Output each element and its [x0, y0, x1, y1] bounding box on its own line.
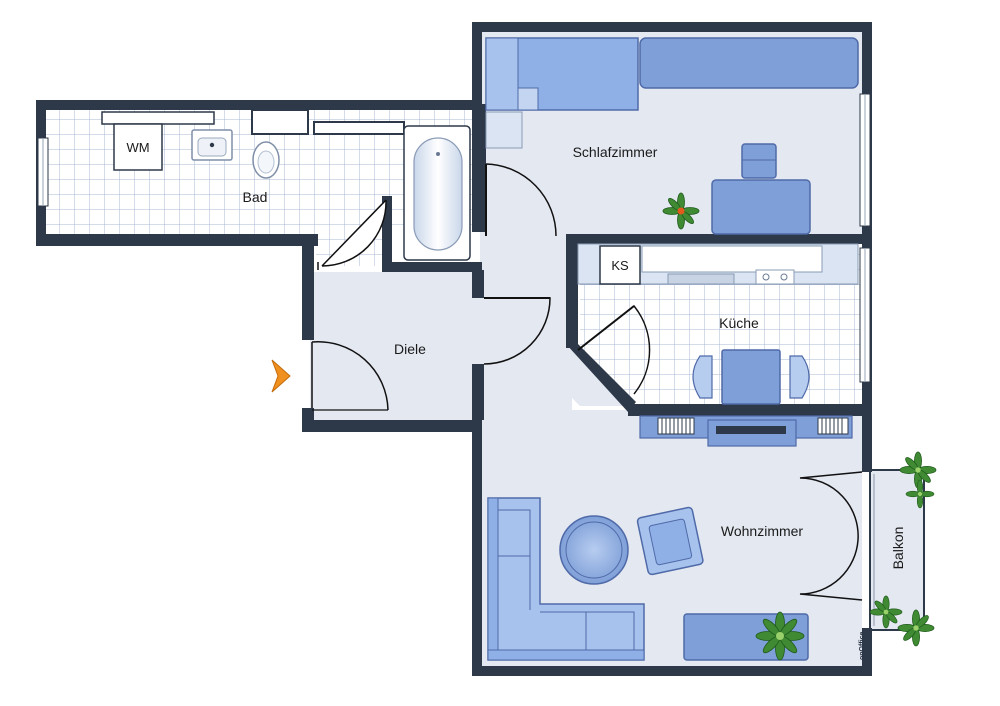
chair-left	[692, 355, 713, 399]
desk	[711, 179, 811, 235]
desk-chair	[741, 143, 777, 179]
plant-icon	[755, 611, 805, 661]
room-label-balkon: Balkon	[890, 527, 906, 570]
wm-label: WM	[126, 140, 149, 155]
coffee-table	[559, 515, 629, 585]
room-label-wohnzimmer: Wohnzimmer	[721, 523, 804, 539]
plant-icon	[899, 451, 937, 489]
radiator-left	[657, 417, 695, 435]
radiator-right	[817, 417, 849, 435]
doors	[311, 163, 863, 601]
room-label-schlafzimmer: Schlafzimmer	[573, 144, 658, 160]
svg-text:onOffice: onOffice	[859, 632, 866, 660]
floors	[46, 32, 925, 672]
stove	[755, 269, 795, 285]
ks-label: KS	[611, 258, 629, 273]
room-label-bad: Bad	[243, 189, 268, 205]
room-label-diele: Diele	[394, 341, 426, 357]
plant-icon	[905, 479, 935, 509]
kitchen-sink	[667, 273, 735, 285]
fridge	[599, 245, 641, 285]
wardrobe	[639, 37, 859, 89]
kitchen-furniture: KS	[577, 243, 859, 405]
armchair	[636, 506, 704, 576]
entrance-arrow-icon	[271, 359, 291, 393]
dining-table	[721, 349, 781, 405]
diele-floor	[310, 272, 482, 420]
nightstand	[485, 111, 523, 149]
onoffice-logo-icon: onOffice	[859, 632, 866, 660]
plant-icon	[869, 595, 903, 629]
washing-machine	[113, 123, 163, 171]
plant-icon	[897, 609, 935, 647]
chair-right	[789, 355, 810, 399]
balcony-plants	[869, 451, 937, 647]
windows	[37, 93, 871, 383]
tv	[716, 426, 786, 434]
bathroom-fixtures: WM	[113, 123, 471, 261]
bedroom-furniture	[485, 37, 859, 235]
plant-icon	[662, 192, 700, 230]
living-furniture	[487, 415, 853, 661]
room-label-kueche: Küche	[719, 315, 759, 331]
